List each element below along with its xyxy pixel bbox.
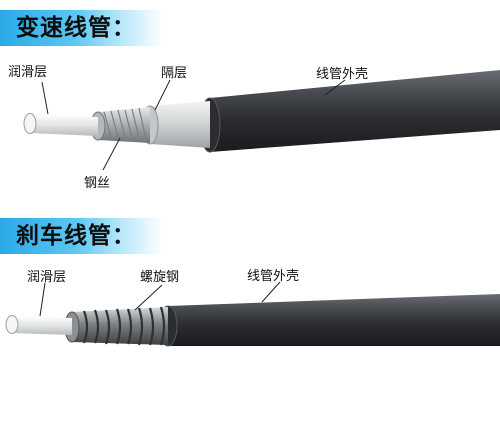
shift-cable [23,70,500,171]
label-outer-shell-brake: 线管外壳 [247,269,300,284]
shift-insulation-layer [150,101,210,148]
label-steel-wire: 钢丝 [84,176,111,191]
label-insulation-layer: 隔层 [161,66,188,81]
shift-steel-wire [98,107,150,143]
shift-outer-shell [210,70,500,152]
brake-outer-shell [168,294,500,346]
shift-liner [30,114,98,136]
brake-cable [5,281,500,347]
label-outer-shell-shift: 线管外壳 [316,67,369,82]
brake-liner [12,316,72,335]
shift-liner-end [23,113,37,134]
brake-liner-end [5,315,19,334]
label-lubrication-layer-brake: 润滑层 [27,270,67,285]
label-spiral-steel: 螺旋钢 [140,270,180,285]
brake-cable-title: 刹车线管： [0,218,163,254]
label-lubrication-layer-shift: 润滑层 [8,65,48,80]
shift-cable-title: 变速线管： [0,10,163,46]
